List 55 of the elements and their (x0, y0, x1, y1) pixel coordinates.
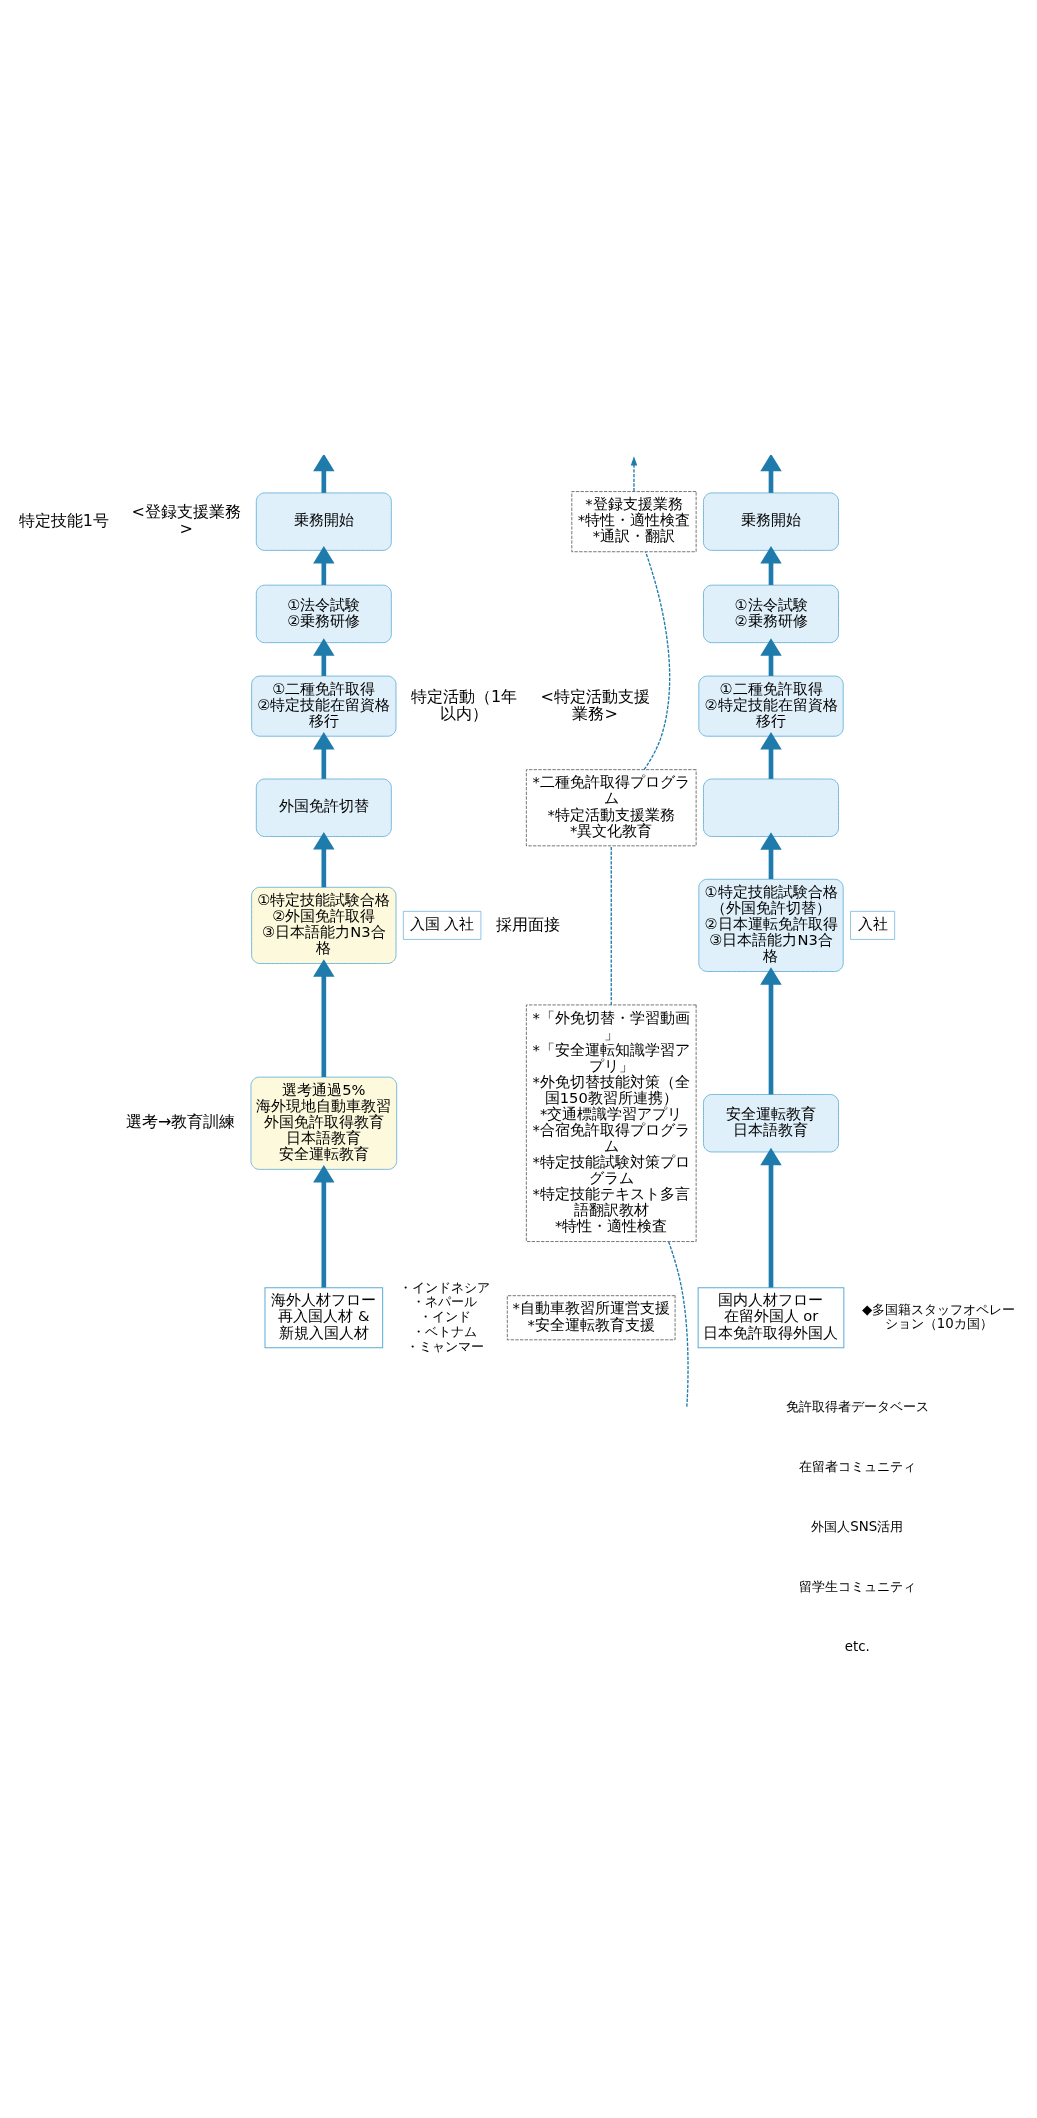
label: 特定活動（1年以内） (411, 686, 518, 723)
label: <特定活動支援業務> (540, 686, 650, 723)
arrow (760, 637, 782, 676)
label: 留学生コミュニティ (798, 1578, 916, 1594)
node-box: 乗務開始 (703, 492, 839, 551)
node-box (703, 778, 839, 837)
label: 在留者コミュニティ (798, 1458, 916, 1474)
label: 免許取得者データベース (785, 1398, 929, 1414)
label: etc. (844, 1638, 870, 1654)
arrow (760, 731, 782, 779)
label: 選考→教育訓練 (126, 1111, 236, 1131)
arrow (313, 637, 335, 676)
arrow (313, 731, 335, 779)
label: 外国人SNS活用 (811, 1518, 904, 1534)
arrow (313, 958, 335, 1077)
node-label: ・インドネシア (399, 1279, 491, 1295)
arrow (760, 454, 782, 493)
arrow (630, 455, 638, 492)
node-label: ・ベトナム (412, 1323, 478, 1339)
node-box: ①特定技能試験合格 ②外国免許取得 ③日本語能力N3合格 (251, 886, 397, 964)
arrow (313, 1164, 335, 1288)
node-box: ①特定技能試験合格（外国免許切替） ②日本運転免許取得 ③日本語能力N3合格 (698, 878, 844, 972)
label: 採用面接 (496, 914, 561, 934)
connector (643, 550, 671, 770)
node-label: ・ネパール (412, 1293, 478, 1309)
node-box: 入社 (850, 910, 895, 940)
arrow (760, 1147, 782, 1288)
node-box: *自動車教習所運営支援 *安全運転教育支援 (506, 1294, 676, 1340)
arrow (313, 831, 335, 887)
node-box: 国内人材フロー 在留外国人 or 日本免許取得外国人 (697, 1286, 845, 1348)
connector (667, 1240, 689, 1407)
arrow (313, 545, 335, 585)
node-box: 乗務開始 (255, 492, 392, 551)
arrow (760, 831, 782, 879)
arrow (313, 454, 335, 493)
node-box: 選考通過5% 海外現地自動車教習 外国免許取得教育 日本語教育 安全運転教育 (250, 1076, 398, 1170)
label: 特定技能1号 (18, 510, 109, 530)
node-box: ①二種免許取得 ②特定技能在留資格移行 (251, 675, 397, 737)
arrow (760, 545, 782, 585)
node-box: ①二種免許取得 ②特定技能在留資格移行 (698, 675, 844, 737)
label: ◆多国籍スタッフオペレーション（10カ国） (862, 1301, 1016, 1331)
node-label: ・インド (418, 1308, 471, 1324)
node-box: *登録支援業務 *特性・適性検査 *通訳・翻訳 (571, 490, 697, 552)
node-box: ①法令試験 ②乗務研修 (703, 584, 839, 643)
connector (610, 844, 612, 1006)
node-box: 安全運転教育 日本語教育 (703, 1093, 839, 1152)
node-label: ・ミャンマー (405, 1338, 484, 1354)
label: <登録支援業務> (131, 501, 241, 538)
arrow (760, 966, 782, 1094)
node-box: 海外人材フロー 再入国人材 & 新規入国人材 (264, 1286, 384, 1348)
node-box: *二種免許取得プログラム *特定活動支援業務 *異文化教育 (526, 768, 697, 846)
node-box: *「外免切替・学習動画」 *「安全運転知識学習アプリ」 *外免切替技能対策（全国150教習所連携） *交通標識学習アプリ *合宿免許取得プログラム *特定技能試験対策プログラム *特定技能テキスト多言語翻訳教材 *特性・適性検査 (526, 1004, 697, 1242)
node-box: 外国免許切替 (255, 778, 392, 837)
node-box: ①法令試験 ②乗務研修 (255, 584, 392, 643)
node-box: 入国 入社 (403, 910, 482, 940)
